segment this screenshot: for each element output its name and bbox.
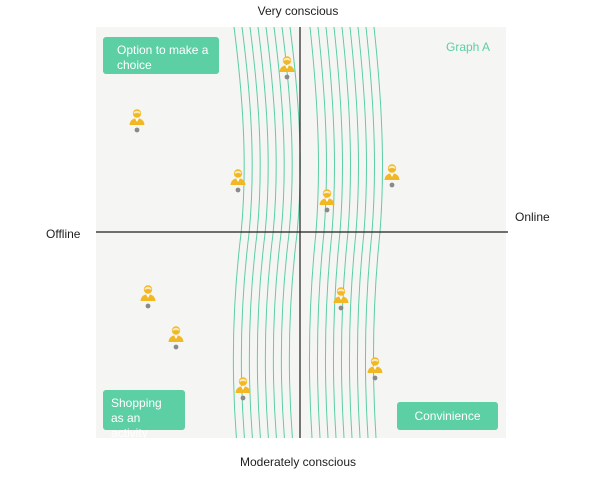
axis-label-top: Very conscious: [257, 4, 339, 18]
person-6-icon: [139, 284, 157, 310]
person-5-icon: [383, 163, 401, 189]
graph-title: Graph A: [446, 40, 491, 54]
axis-label-right: Online: [515, 210, 550, 224]
axis-label-bottom: Moderately conscious: [239, 455, 357, 469]
tag-option-to-make-choice: Option to make a choice: [103, 37, 219, 74]
person-10-icon: [234, 376, 252, 402]
tag-shopping-as-activity: Shopping as an activity: [103, 390, 185, 440]
person-1-icon: [278, 55, 296, 81]
axis-label-left: Offline: [46, 227, 81, 241]
person-2-icon: [128, 108, 146, 134]
person-3-icon: [229, 168, 247, 194]
person-7-icon: [167, 325, 185, 351]
person-9-icon: [366, 356, 384, 382]
tag-convenience: Convinience: [397, 402, 498, 430]
person-8-icon: [332, 286, 350, 312]
person-4-icon: [318, 188, 336, 214]
